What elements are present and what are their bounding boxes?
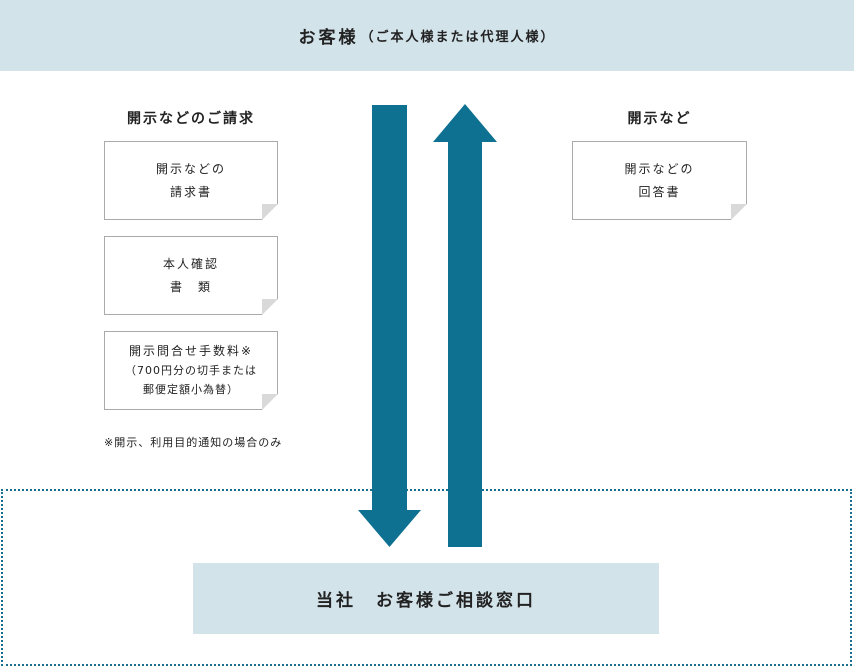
request-form-doc: 開示などの 請求書	[104, 141, 278, 220]
arrow-up-icon	[433, 104, 497, 547]
customer-subtitle: （ご本人様または代理人様）	[360, 30, 556, 45]
doc-line: 書 類	[169, 279, 212, 294]
doc-line: 開示問合せ手数料※	[128, 344, 254, 358]
customer-banner: お客様 （ご本人様または代理人様）	[0, 0, 854, 71]
identity-docs: 本人確認 書 類	[104, 236, 278, 315]
fee-note: ※開示、利用目的通知の場合のみ	[104, 436, 283, 449]
page-fold-icon	[731, 204, 747, 220]
doc-line: 開示などの	[155, 161, 226, 176]
page-fold-icon	[262, 204, 278, 220]
customer-title: お客様	[298, 28, 359, 48]
page-fold-icon	[262, 394, 278, 410]
fee-doc: 開示問合せ手数料※ （700円分の切手または 郵便定額小為替）	[104, 331, 278, 410]
doc-line: 本人確認	[162, 256, 219, 271]
doc-line: 開示などの	[624, 161, 695, 176]
doc-line: 回答書	[638, 184, 681, 199]
company-region	[1, 489, 852, 666]
request-heading: 開示などのご請求	[127, 111, 255, 127]
doc-line: 郵便定額小為替）	[143, 383, 239, 396]
arrow-down-icon	[358, 105, 421, 547]
consultation-counter: 当社 お客様ご相談窓口	[193, 563, 659, 634]
doc-line: （700円分の切手または	[125, 364, 257, 377]
response-doc: 開示などの 回答書	[572, 141, 747, 220]
response-heading: 開示など	[627, 111, 692, 127]
doc-line: 請求書	[169, 184, 212, 199]
page-fold-icon	[262, 299, 278, 315]
